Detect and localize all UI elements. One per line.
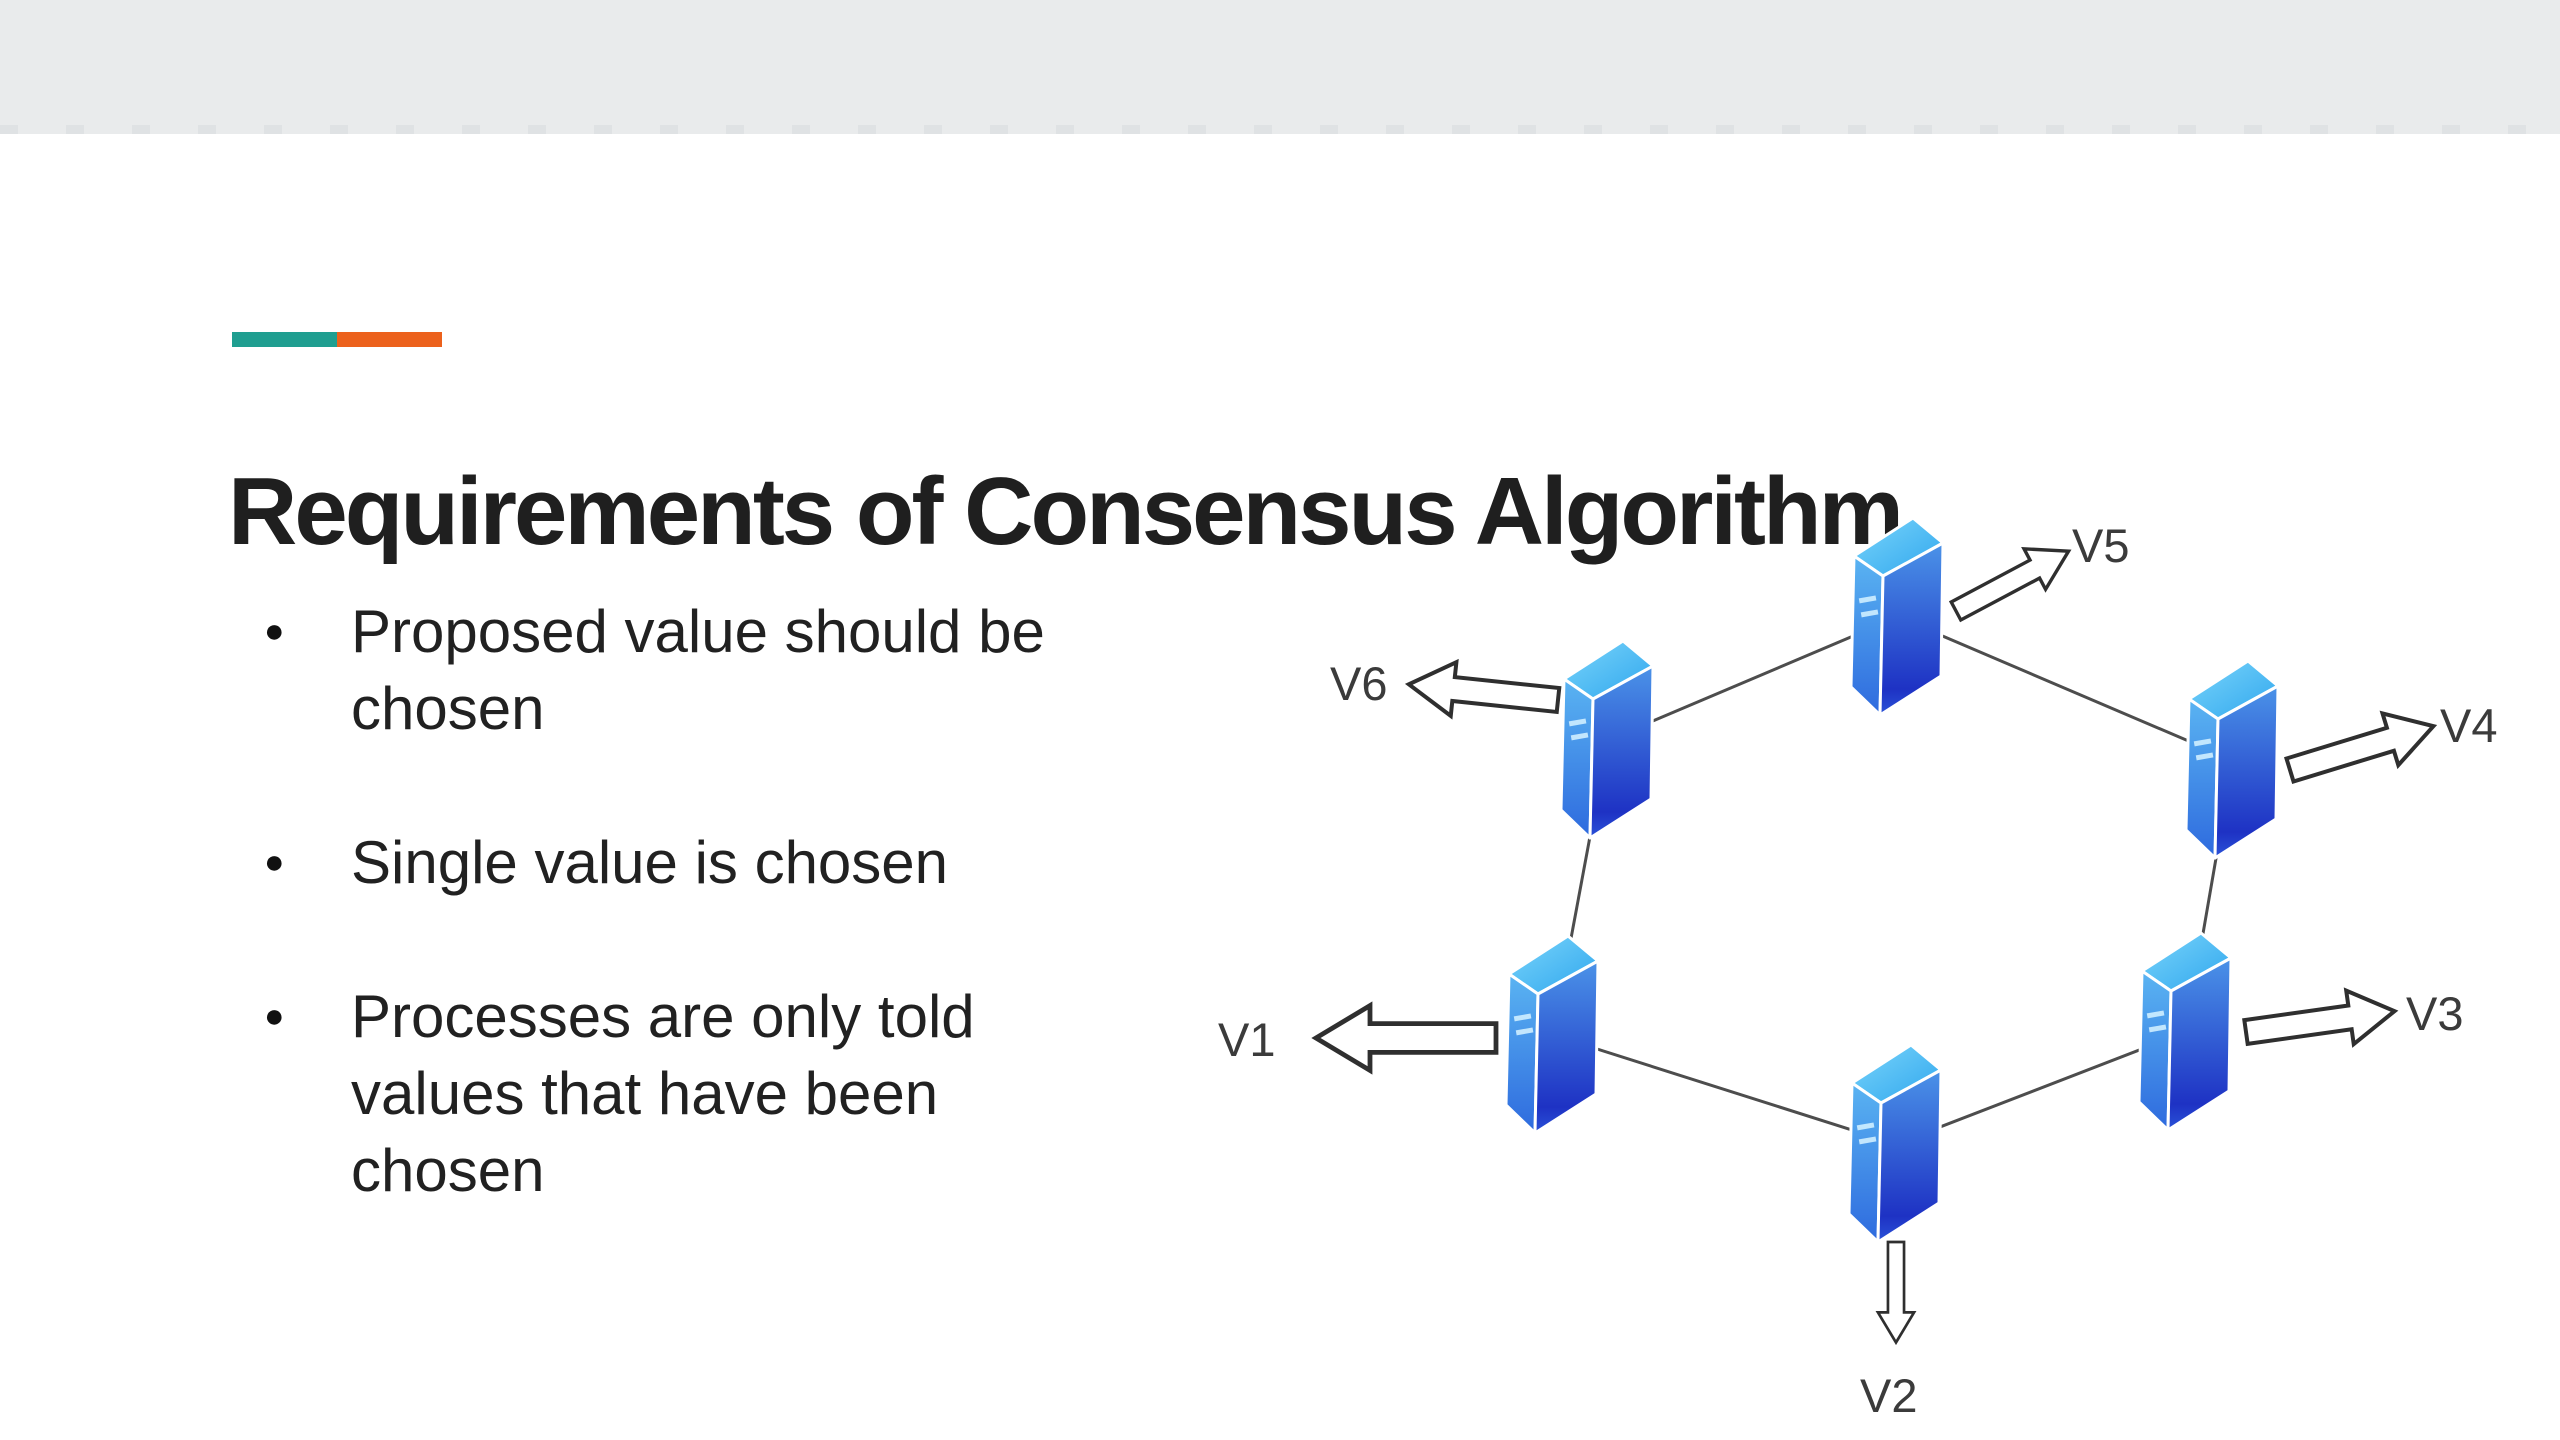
value-arrow-v6: [1403, 655, 1563, 729]
bullet-text: Processes are only told values that have…: [351, 983, 975, 1204]
accent-bar-orange-segment: [337, 332, 442, 347]
value-arrow-v3: [2240, 982, 2401, 1061]
value-arrow-v1: [1316, 1006, 1496, 1071]
accent-bar: [232, 332, 442, 347]
server-icon: [1847, 1043, 1943, 1244]
server-icon: [2184, 659, 2280, 860]
network-link: [1897, 615, 2234, 762]
value-label-v5: V5: [2072, 519, 2130, 572]
value-label-v6: V6: [1330, 657, 1388, 710]
network-link: [1895, 1030, 2187, 1146]
bullet-list: Proposed value should be chosen Single v…: [252, 593, 1112, 1286]
list-item: Processes are only told values that have…: [252, 978, 1112, 1209]
server-icon: [1559, 639, 1655, 840]
server-icon: [1849, 516, 1945, 717]
page-title: Requirements of Consensus Algorithm: [228, 458, 1904, 566]
list-item: Proposed value should be chosen: [252, 593, 1112, 747]
value-arrow-v2: [1876, 1240, 1916, 1344]
value-label-v4: V4: [2440, 699, 2498, 752]
bullet-text: Single value is chosen: [351, 829, 949, 896]
server-icon: [1504, 934, 1600, 1135]
accent-bar-teal-segment: [232, 332, 337, 347]
network-link: [1552, 1033, 1897, 1146]
value-label-v1: V1: [1218, 1013, 1276, 1066]
value-arrow-v5: [1943, 529, 2082, 633]
value-label-v3: V3: [2406, 987, 2464, 1040]
slide-header-band: [0, 0, 2560, 134]
bullet-text: Proposed value should be chosen: [351, 598, 1045, 742]
value-arrow-v4: [2280, 698, 2444, 798]
list-item: Single value is chosen: [252, 824, 1112, 901]
value-label-v2: V2: [1860, 1369, 1918, 1422]
network-link: [1607, 615, 1899, 742]
server-icon: [2137, 931, 2233, 1132]
